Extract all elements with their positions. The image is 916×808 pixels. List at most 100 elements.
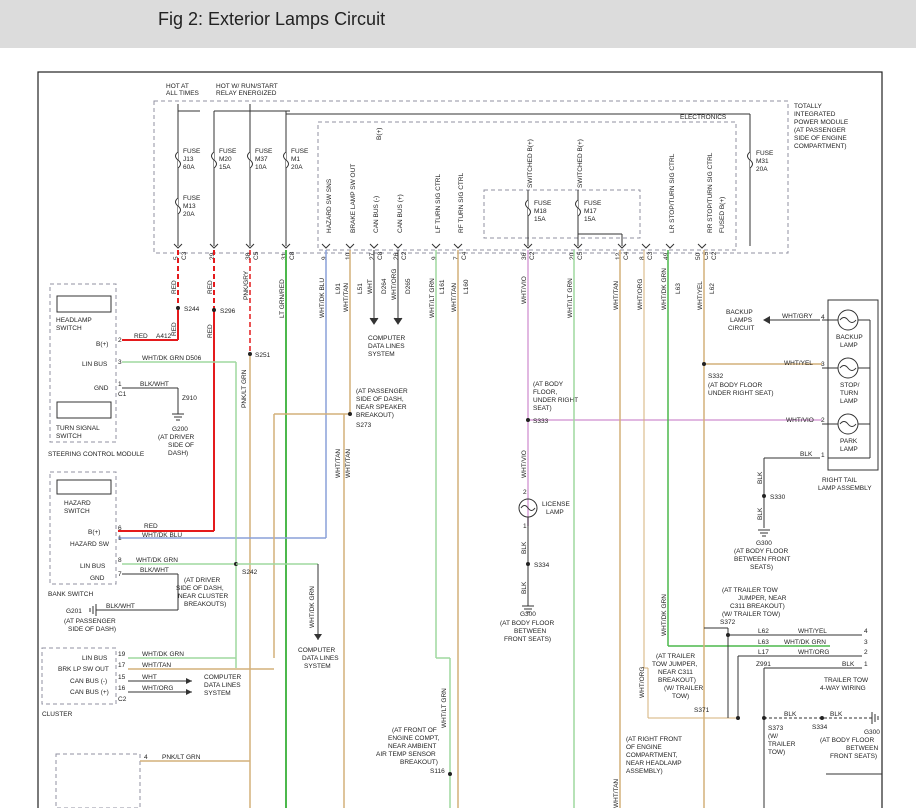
ground-g300-icon-3 (871, 712, 879, 724)
splice-s251: S251 (255, 352, 271, 359)
cluster-pin-15: 15 (118, 674, 126, 681)
wire-label-wht-lt-grn-3: WHT/LT GRN (567, 278, 574, 318)
circuit-l17: L17 (758, 649, 769, 656)
svg-text:C5: C5 (253, 251, 260, 260)
fuse-m13-symbol (175, 197, 181, 215)
wire-label-wht-dk-grn-4: WHT/DK GRN (142, 651, 184, 658)
wire-label-blk-3: BLK (757, 507, 764, 520)
wire-label-red-1: RED (171, 280, 178, 294)
cluster-pin-19: 19 (118, 651, 126, 658)
circuit-z991: Z991 (756, 661, 771, 668)
circuit-l63: L63 (675, 283, 682, 294)
right-tail-lamp-label: RIGHT TAIL LAMP ASSEMBLY (818, 477, 872, 492)
hazard-switch-box[interactable] (56, 479, 112, 495)
backup-lamp-label: BACKUP LAMP (836, 334, 864, 349)
wire-label-pnk-lt-grn-2: PNK/LT GRN (162, 754, 201, 761)
tow-pin-3: 3 (864, 639, 868, 646)
cluster-box (41, 647, 117, 705)
splice-s273: S273 (356, 422, 372, 429)
wire-label-blk-tow: BLK (842, 661, 855, 668)
bank-pin-8: 8 (118, 557, 122, 564)
circuit-z910: Z910 (182, 395, 197, 402)
fuse-m31-label: FUSE M31 20A (756, 150, 775, 173)
headlamp-switch-box[interactable] (56, 295, 112, 313)
wire-label-wht-tan-4: WHT/TAN (142, 662, 171, 669)
can-arrow-icon (369, 317, 403, 325)
turn-signal-switch-box[interactable] (56, 401, 112, 419)
note-g200: (AT DRIVER SIDE OF DASH) (158, 434, 196, 457)
fuse-m1-label: FUSE M1 20A (291, 148, 310, 171)
svg-text:20: 20 (569, 252, 576, 260)
tail-pin-3: 3 (821, 361, 825, 368)
wire-label-wht-yel-2: WHT/YEL (784, 360, 813, 367)
splice-s334b-dot (820, 716, 824, 720)
wire-label-wht-dk-grn-bank: WHT/DK GRN (136, 557, 178, 564)
svg-text:26: 26 (393, 252, 400, 260)
splice-s244-dot (176, 306, 180, 310)
tipm-signal-labels: HAZARD SW SNS BRAKE LAMP SW OUT CAN BUS … (326, 139, 726, 233)
cluster-pin-17: 17 (118, 662, 126, 669)
wire-label-wht-tan-12b: WHT/TAN (613, 779, 620, 808)
figure-title: Fig 2: Exterior Lamps Circuit (158, 9, 386, 29)
tow-pin-4: 4 (864, 628, 868, 635)
circuit-a412: A412 (156, 333, 172, 340)
svg-text:5: 5 (173, 256, 180, 260)
backup-lamps-circuit-label: BACKUP LAMPS CIRCUIT (726, 309, 754, 332)
fuse-j13-label: FUSE J13 60A (183, 148, 202, 171)
wire-label-wht-org-tow: WHT/ORG (798, 649, 829, 656)
wire-label-wht-lt-grn: WHT/LT GRN (429, 278, 436, 318)
svg-text:49: 49 (663, 252, 670, 260)
backup-lamp-icon (837, 309, 859, 331)
svg-text:9: 9 (321, 256, 328, 260)
svg-text:29: 29 (209, 252, 216, 260)
hot-all-times-label: HOT AT ALL TIMES (166, 83, 200, 97)
data-lines-label-1: COMPUTER DATA LINES SYSTEM (368, 335, 407, 358)
scm-pin-2: 2 (118, 337, 122, 344)
fuse-m13-label: FUSE M13 20A (183, 195, 202, 218)
splice-s371-dot (736, 716, 740, 720)
note-g300-b: (AT BODY FLOOR BETWEEN FRONT SEATS) (734, 548, 792, 571)
note-right-front: (AT RIGHT FRONT OF ENGINE COMPARTMENT, N… (626, 736, 684, 775)
scm-gnd-label: GND (94, 385, 109, 392)
svg-text:FUSED B(+): FUSED B(+) (719, 197, 726, 233)
splice-s273-dot (348, 412, 352, 416)
wire-label-pnk-lt-grn: PNK/LT GRN (241, 369, 248, 408)
backup-arrow-icon (763, 316, 770, 324)
fuse-m17-symbol (575, 199, 581, 217)
switched-b-box (483, 189, 641, 239)
cluster-pin-16: 16 (118, 685, 126, 692)
wire-label-blk-5: BLK (521, 581, 528, 594)
note-s273: (AT PASSENGER SIDE OF DASH, NEAR SPEAKER… (356, 388, 409, 419)
ground-g200-icon (172, 413, 184, 421)
wire-label-wht-dk-grn: WHT/DK GRN (661, 268, 668, 310)
diagram-frame (37, 71, 883, 808)
note-s116: (AT FRONT OF ENGINE COMPT, NEAR AMBIENT … (376, 727, 441, 766)
wire-label-red-5: RED (144, 523, 158, 530)
svg-text:CAN BUS (+): CAN BUS (+) (397, 194, 404, 233)
scm-lin-bus-label: LIN BUS (82, 361, 108, 368)
note-g201: (AT PASSENGER SIDE OF DASH) (64, 618, 117, 633)
trailer-tow-wiring-label: TRAILER TOW 4-WAY WIRING (820, 677, 870, 692)
bottom-module-box (55, 753, 141, 808)
circuit-d265: D265 (405, 278, 412, 294)
steering-control-module-label: STEERING CONTROL MODULE (48, 451, 145, 458)
circuit-diagram: TOTALLY INTEGRATED POWER MODULE (AT PASS… (0, 48, 916, 808)
splice-s244: S244 (184, 306, 200, 313)
right-tail-lamp-assembly-box (827, 299, 879, 471)
fuse-m17-label: FUSE M17 15A (584, 200, 603, 223)
stop-turn-lamp-label: STOP/ TURN LAMP (840, 382, 861, 405)
bank-pin-7: 7 (118, 571, 122, 578)
wire-label-wht-tan-rf: WHT/TAN (451, 283, 458, 312)
ground-g200: G200 (172, 426, 188, 433)
note-s372: (AT TRAILER TOW JUMPER, NEAR C311 BREAKO… (722, 587, 788, 618)
ground-g300-icon-1 (758, 529, 770, 537)
cluster-conn-c2: C2 (118, 696, 127, 703)
wire-label-red-4: RED (207, 324, 214, 338)
svg-text:50: 50 (695, 252, 702, 260)
scm-bplus-label: B(+) (96, 341, 108, 348)
circuit-l62: L62 (709, 283, 716, 294)
wire-label-wht-org-8b: WHT/ORG (639, 667, 646, 698)
splice-s332-dot (702, 362, 706, 366)
svg-text:C2: C2 (711, 251, 718, 260)
circuit-l51: L51 (357, 283, 364, 294)
